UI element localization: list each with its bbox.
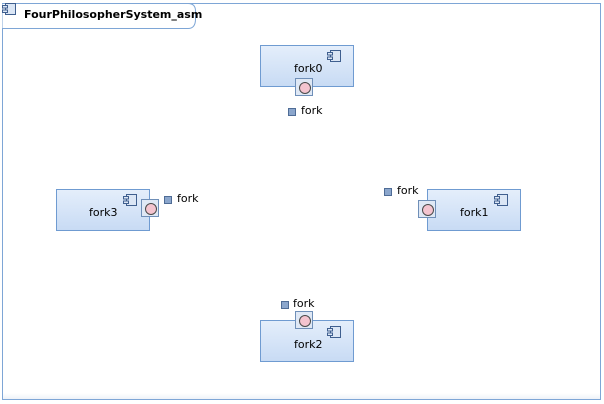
port-fork3[interactable] bbox=[141, 199, 159, 217]
port-label: fork bbox=[177, 192, 199, 205]
port-marker-icon bbox=[288, 108, 296, 116]
part-name: fork3 bbox=[89, 206, 118, 219]
part-fork1[interactable]: fork1 bbox=[427, 189, 521, 231]
component-icon bbox=[327, 326, 341, 338]
port-fork0[interactable] bbox=[295, 78, 313, 96]
port-label: fork bbox=[301, 104, 323, 117]
provided-interface-icon bbox=[422, 204, 434, 216]
provided-interface-icon bbox=[299, 315, 311, 327]
port-label: fork bbox=[397, 184, 419, 197]
part-name: fork1 bbox=[460, 206, 489, 219]
title-tab-shape bbox=[2, 3, 196, 29]
part-name: fork0 bbox=[294, 62, 323, 75]
part-fork3[interactable]: fork3 bbox=[56, 189, 150, 231]
frame-bottom-shade bbox=[3, 393, 600, 399]
assembly-title-tab[interactable]: FourPhilosopherSystem_asm bbox=[2, 3, 202, 29]
part-name: fork2 bbox=[294, 338, 323, 351]
component-icon bbox=[494, 194, 508, 206]
port-marker-icon bbox=[281, 301, 289, 309]
port-fork2[interactable] bbox=[295, 311, 313, 329]
assembly-title: FourPhilosopherSystem_asm bbox=[24, 8, 203, 21]
component-icon bbox=[123, 194, 137, 206]
component-icon bbox=[2, 3, 16, 15]
port-label: fork bbox=[293, 297, 315, 310]
port-marker-icon bbox=[164, 196, 172, 204]
port-marker-icon bbox=[384, 188, 392, 196]
component-icon bbox=[327, 50, 341, 62]
provided-interface-icon bbox=[145, 203, 157, 215]
provided-interface-icon bbox=[299, 82, 311, 94]
port-fork1[interactable] bbox=[418, 200, 436, 218]
